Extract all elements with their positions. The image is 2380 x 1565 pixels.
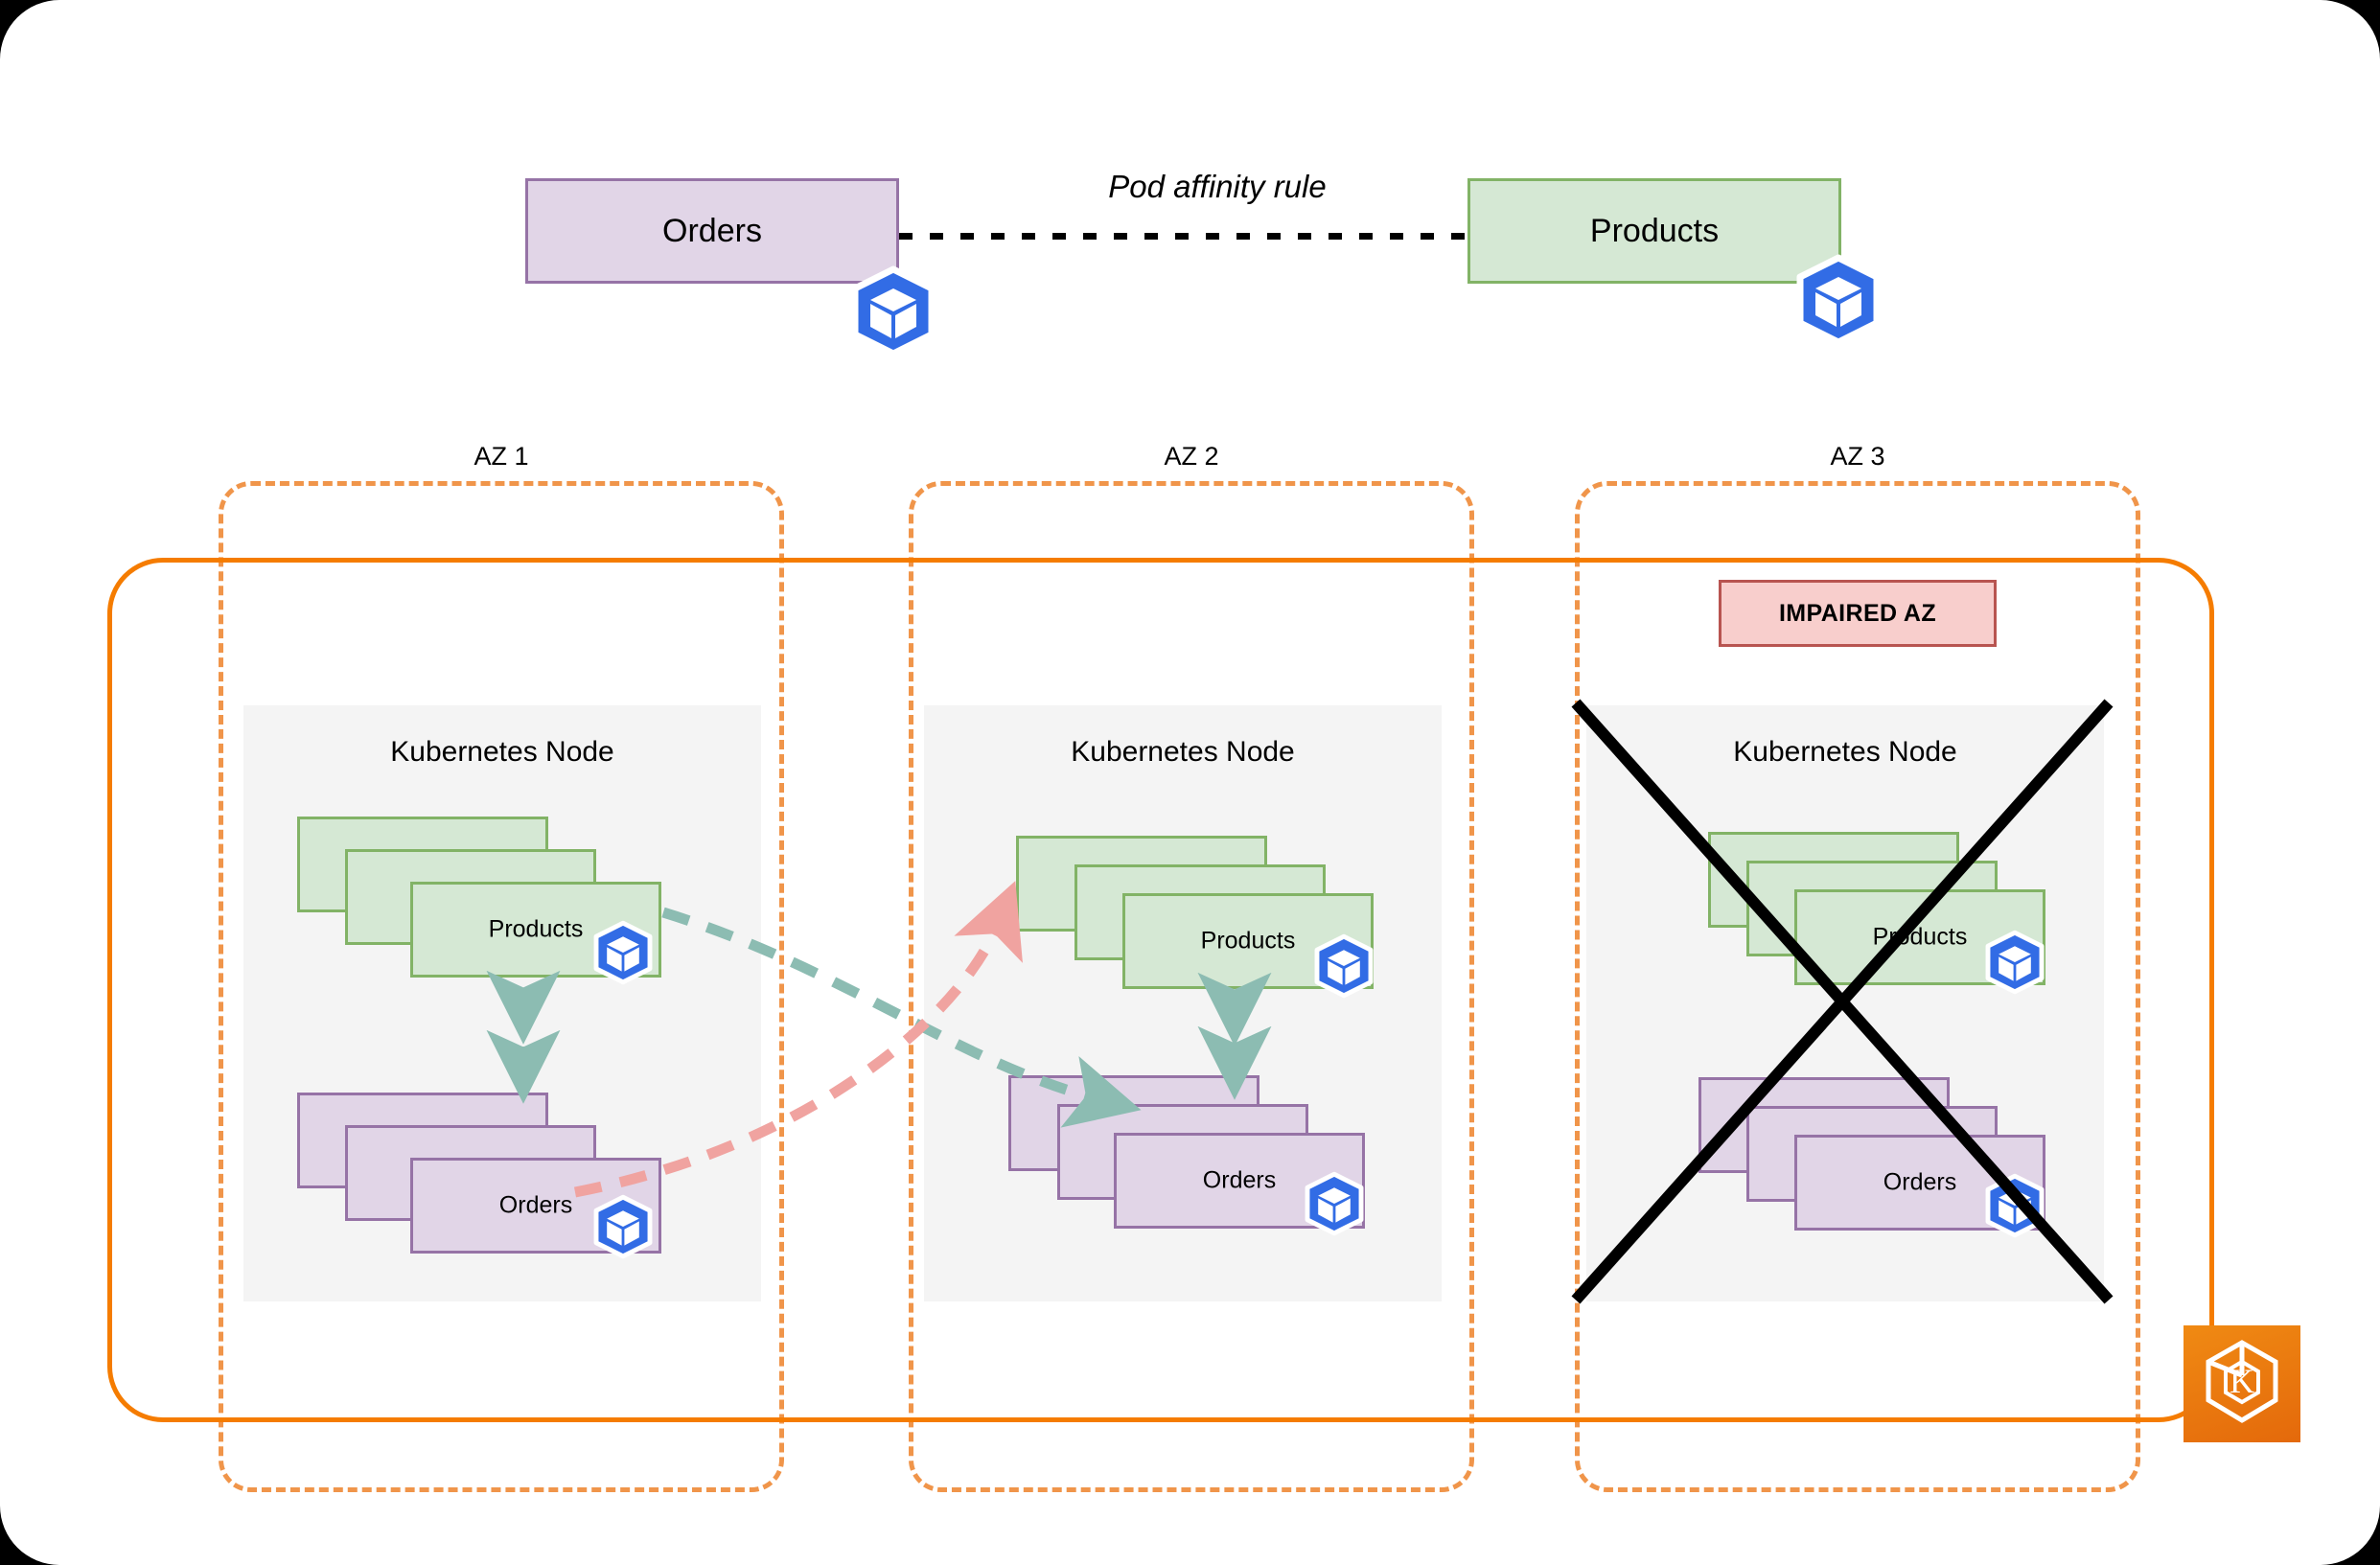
legend-orders-label: Orders <box>662 212 762 249</box>
kubernetes-k-logo: K <box>2184 1325 2300 1442</box>
pod-icon <box>593 1194 653 1259</box>
az-label-az1: AZ 1 <box>474 442 529 471</box>
pod-label-orders: Orders <box>498 1191 573 1219</box>
svg-text:K: K <box>2230 1362 2254 1400</box>
pod-icon <box>1305 1171 1364 1236</box>
impaired-az-label: IMPAIRED AZ <box>1778 599 1937 627</box>
pod-icon <box>1985 1173 2045 1238</box>
az-label-az3: AZ 3 <box>1830 442 1885 471</box>
legend-orders-box: Orders <box>525 178 899 284</box>
pod-icon <box>593 920 653 985</box>
az-label-az2: AZ 2 <box>1164 442 1219 471</box>
cluster-boundary <box>107 558 2214 1422</box>
pod-label-orders: Orders <box>1202 1166 1277 1194</box>
pod-affinity-rule-label: Pod affinity rule <box>1108 169 1327 204</box>
legend-products-label: Products <box>1589 212 1720 249</box>
pod-affinity-connector <box>899 233 1467 240</box>
pod-icon <box>1796 254 1881 346</box>
node-title-az2: Kubernetes Node <box>1071 736 1295 768</box>
legend-products-box: Products <box>1467 178 1841 284</box>
pod-label-products: Products <box>488 915 584 943</box>
k-hexagon-icon: K <box>2206 1340 2278 1423</box>
pod-icon <box>1314 933 1374 999</box>
pod-icon <box>1985 930 2045 995</box>
pod-icon <box>851 265 936 357</box>
pod-label-products: Products <box>1200 927 1296 955</box>
status-badge-impaired-az: IMPAIRED AZ <box>1719 580 1997 647</box>
node-title-az3: Kubernetes Node <box>1733 736 1957 768</box>
node-title-az1: Kubernetes Node <box>390 736 614 768</box>
